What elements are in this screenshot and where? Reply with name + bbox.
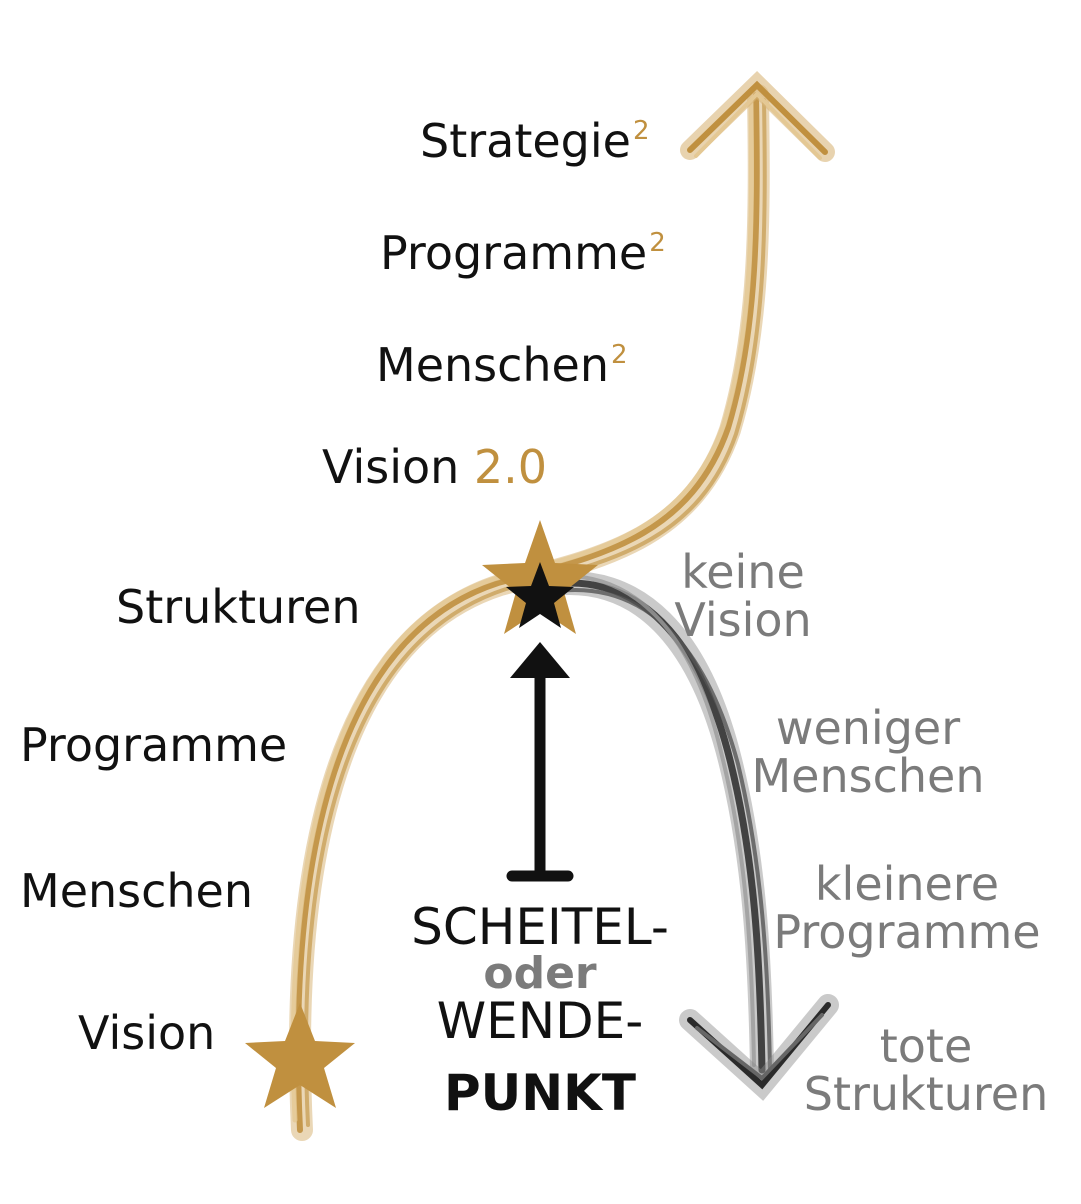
label-menschen-2: Menschen2 xyxy=(376,338,628,392)
peak-star-icon xyxy=(482,520,598,634)
arrow-down-icon xyxy=(679,994,839,1101)
arrow-up-icon xyxy=(680,71,835,162)
label-programme-2: Programme2 xyxy=(380,226,666,280)
label-keine-vision: keine Vision xyxy=(674,545,812,647)
center-up-arrow-icon xyxy=(506,642,574,882)
center-title-punkt: PUNKT xyxy=(444,1064,636,1122)
label-strategie-2: Strategie2 xyxy=(420,114,650,168)
label-tote-strukturen: tote Strukturen xyxy=(803,1019,1049,1121)
start-star-icon xyxy=(245,1003,355,1108)
label-programme: Programme xyxy=(20,718,288,772)
center-title-scheitel: SCHEITEL- xyxy=(411,898,669,956)
center-title-wende: WENDE- xyxy=(436,992,644,1050)
label-vision-2-0: Vision 2.0 xyxy=(322,440,548,494)
label-strukturen: Strukturen xyxy=(116,580,361,634)
label-weniger-menschen: weniger Menschen xyxy=(751,701,985,803)
label-vision: Vision xyxy=(78,1006,216,1060)
label-menschen: Menschen xyxy=(20,864,254,918)
center-title-oder: oder xyxy=(483,948,597,999)
label-kleinere-programme: kleinere Programme xyxy=(773,857,1041,959)
declining-curve xyxy=(533,571,774,1082)
